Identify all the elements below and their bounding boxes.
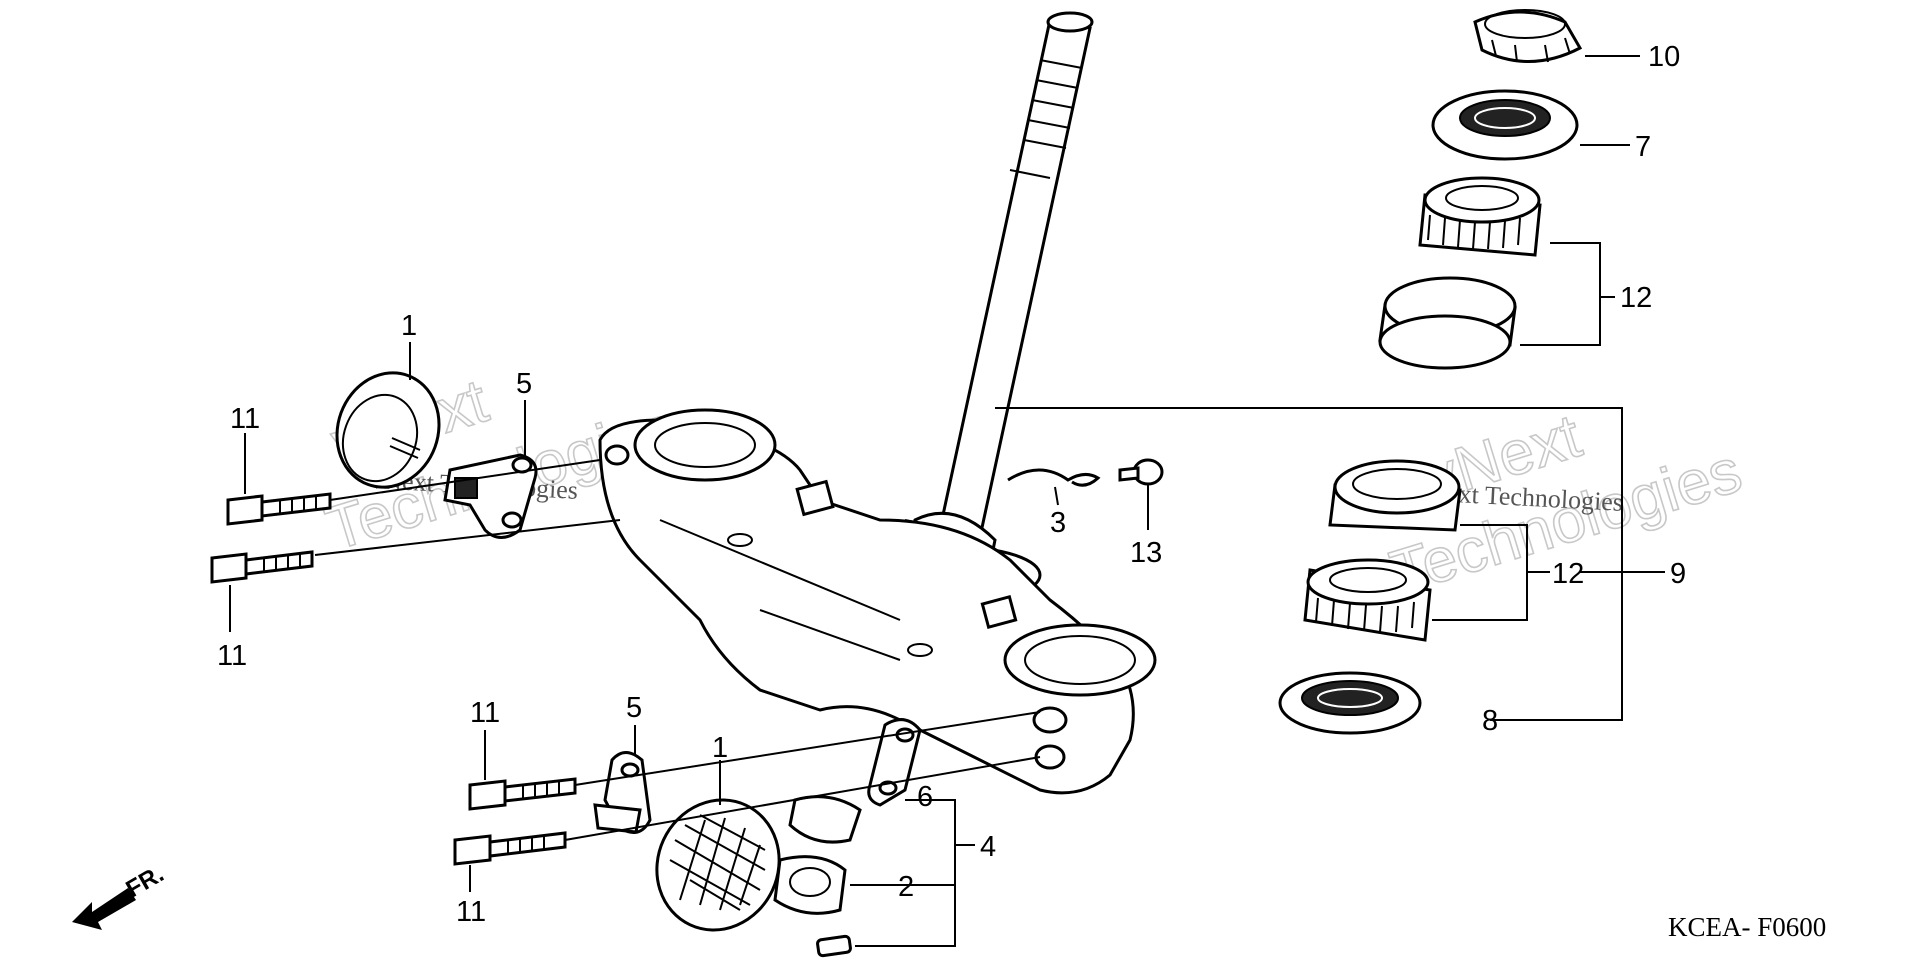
part-12-bottom-bearing [1303,558,1432,642]
callout-11-a: 11 [230,403,260,435]
part-11-bolt-top-b [210,550,314,584]
part-13-screw [1118,458,1164,486]
callout-11-d: 11 [456,896,486,928]
part-11-bolt-bottom-b [453,831,567,866]
callout-11-c: 11 [470,697,500,729]
part-1-bottom-reflector [655,798,781,932]
callout-7: 7 [1635,131,1651,163]
callout-labels: 10 7 12 9 12 8 3 13 1 5 11 11 11 5 1 6 4… [217,41,1686,928]
callout-12-top: 12 [1620,282,1652,314]
callout-1-bottom: 1 [712,732,728,764]
part-2-grommet [773,855,847,915]
part-7-dust-seal [1431,89,1579,161]
callout-6: 6 [917,781,933,813]
callout-3: 3 [1050,507,1066,539]
part-11-bolt-top-a [226,492,332,526]
callout-4: 4 [980,831,996,863]
callout-1-top: 1 [401,310,417,342]
part-5-bottom-bracket [593,751,652,834]
callout-5-top: 5 [516,368,532,400]
callout-8: 8 [1482,705,1498,737]
part-12-bottom-race [1328,459,1462,532]
callout-5-bottom: 5 [626,692,642,724]
front-direction-arrow: FR. [72,860,168,930]
leader-lines [229,55,1665,947]
callout-11-b: 11 [217,640,247,672]
callout-10: 10 [1648,41,1680,73]
callout-12-bottom: 12 [1552,558,1584,590]
callout-9: 9 [1670,558,1686,590]
part-10-lock-nut [1473,9,1583,63]
part-12-top-race [1378,276,1517,370]
drawing-code: KCEA- F0600 [1668,912,1826,942]
callout-2: 2 [898,871,914,903]
part-5-top-bracket [443,453,538,539]
part-8-dust-seal [1278,671,1422,735]
part-12-top-bearing [1418,176,1542,257]
callout-13: 13 [1130,537,1162,569]
part-1-top-reflector [335,371,441,489]
arrow-icon [72,888,136,930]
part-11-bolt-bottom-a [468,777,577,811]
lower-triple-clamp [598,408,1157,795]
part-3-clip [1007,468,1101,487]
small-clip [816,934,852,958]
